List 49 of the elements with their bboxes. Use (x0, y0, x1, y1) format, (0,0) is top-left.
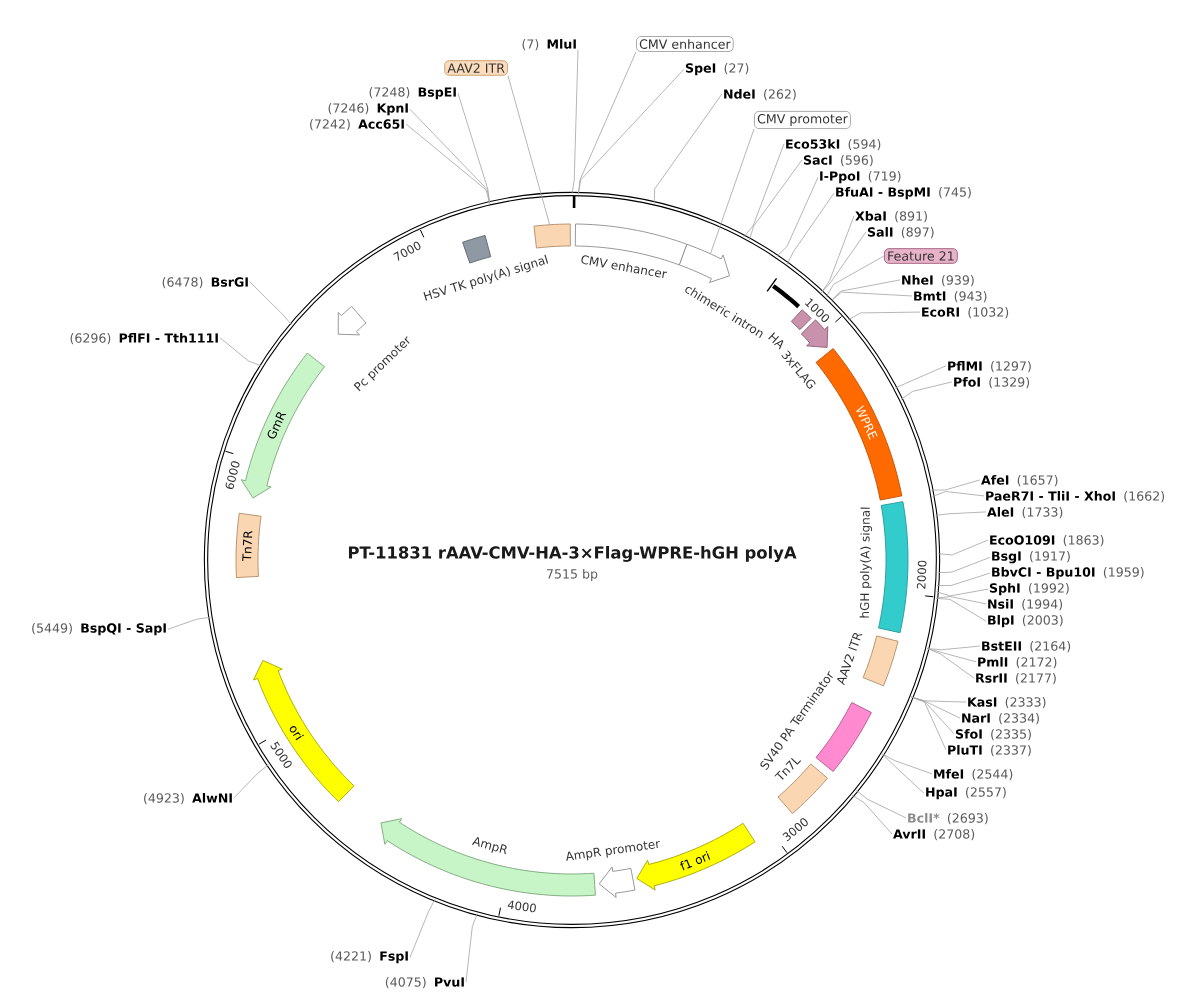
leader-line (233, 764, 269, 799)
leader-line (851, 794, 893, 835)
leader-line (936, 588, 989, 597)
leader-line (821, 215, 855, 293)
feature-box (533, 223, 571, 249)
leader-line (825, 255, 885, 298)
leader-line (900, 381, 953, 400)
leader-line (894, 365, 947, 389)
leader-line (405, 123, 491, 204)
leader-line (749, 159, 803, 241)
leader-line (409, 898, 436, 958)
leader-line (910, 696, 947, 751)
leader-line (653, 93, 723, 204)
leader-line (926, 648, 977, 663)
leader-line (457, 92, 491, 204)
leader-line (847, 311, 921, 321)
leader-line (926, 648, 975, 679)
leader-line (743, 143, 785, 238)
leader-line (786, 192, 835, 265)
leader-line (167, 616, 211, 630)
leader-line (249, 281, 293, 326)
leader-line (465, 913, 478, 983)
leader-line (856, 789, 907, 819)
leader-line (571, 49, 579, 195)
map-title: PT-11831 rAAV-CMV-HA-3×Flag-WPRE-hGH polyA (348, 546, 797, 562)
leader-line (821, 231, 867, 293)
leader-line (910, 696, 967, 703)
leader-line (219, 337, 263, 367)
leader-line (882, 753, 933, 775)
leader-line (926, 645, 981, 651)
leader-line (935, 596, 987, 605)
leader-line (776, 176, 819, 257)
leader-line (935, 597, 987, 622)
leader-line (507, 75, 551, 225)
leader-line (830, 279, 901, 302)
feature-segment (678, 243, 730, 283)
leader-line (936, 572, 991, 586)
leader-line (578, 51, 637, 195)
leader-line (710, 128, 755, 254)
leader-line (937, 539, 989, 556)
leader-line (882, 753, 925, 794)
leader-line (830, 291, 913, 302)
leader-line (934, 511, 987, 516)
leader-line (409, 108, 491, 204)
leader-line (932, 491, 985, 497)
leader-line (937, 556, 991, 574)
leader-line (930, 479, 981, 491)
leader-line (578, 68, 685, 195)
leader-line (910, 696, 955, 735)
